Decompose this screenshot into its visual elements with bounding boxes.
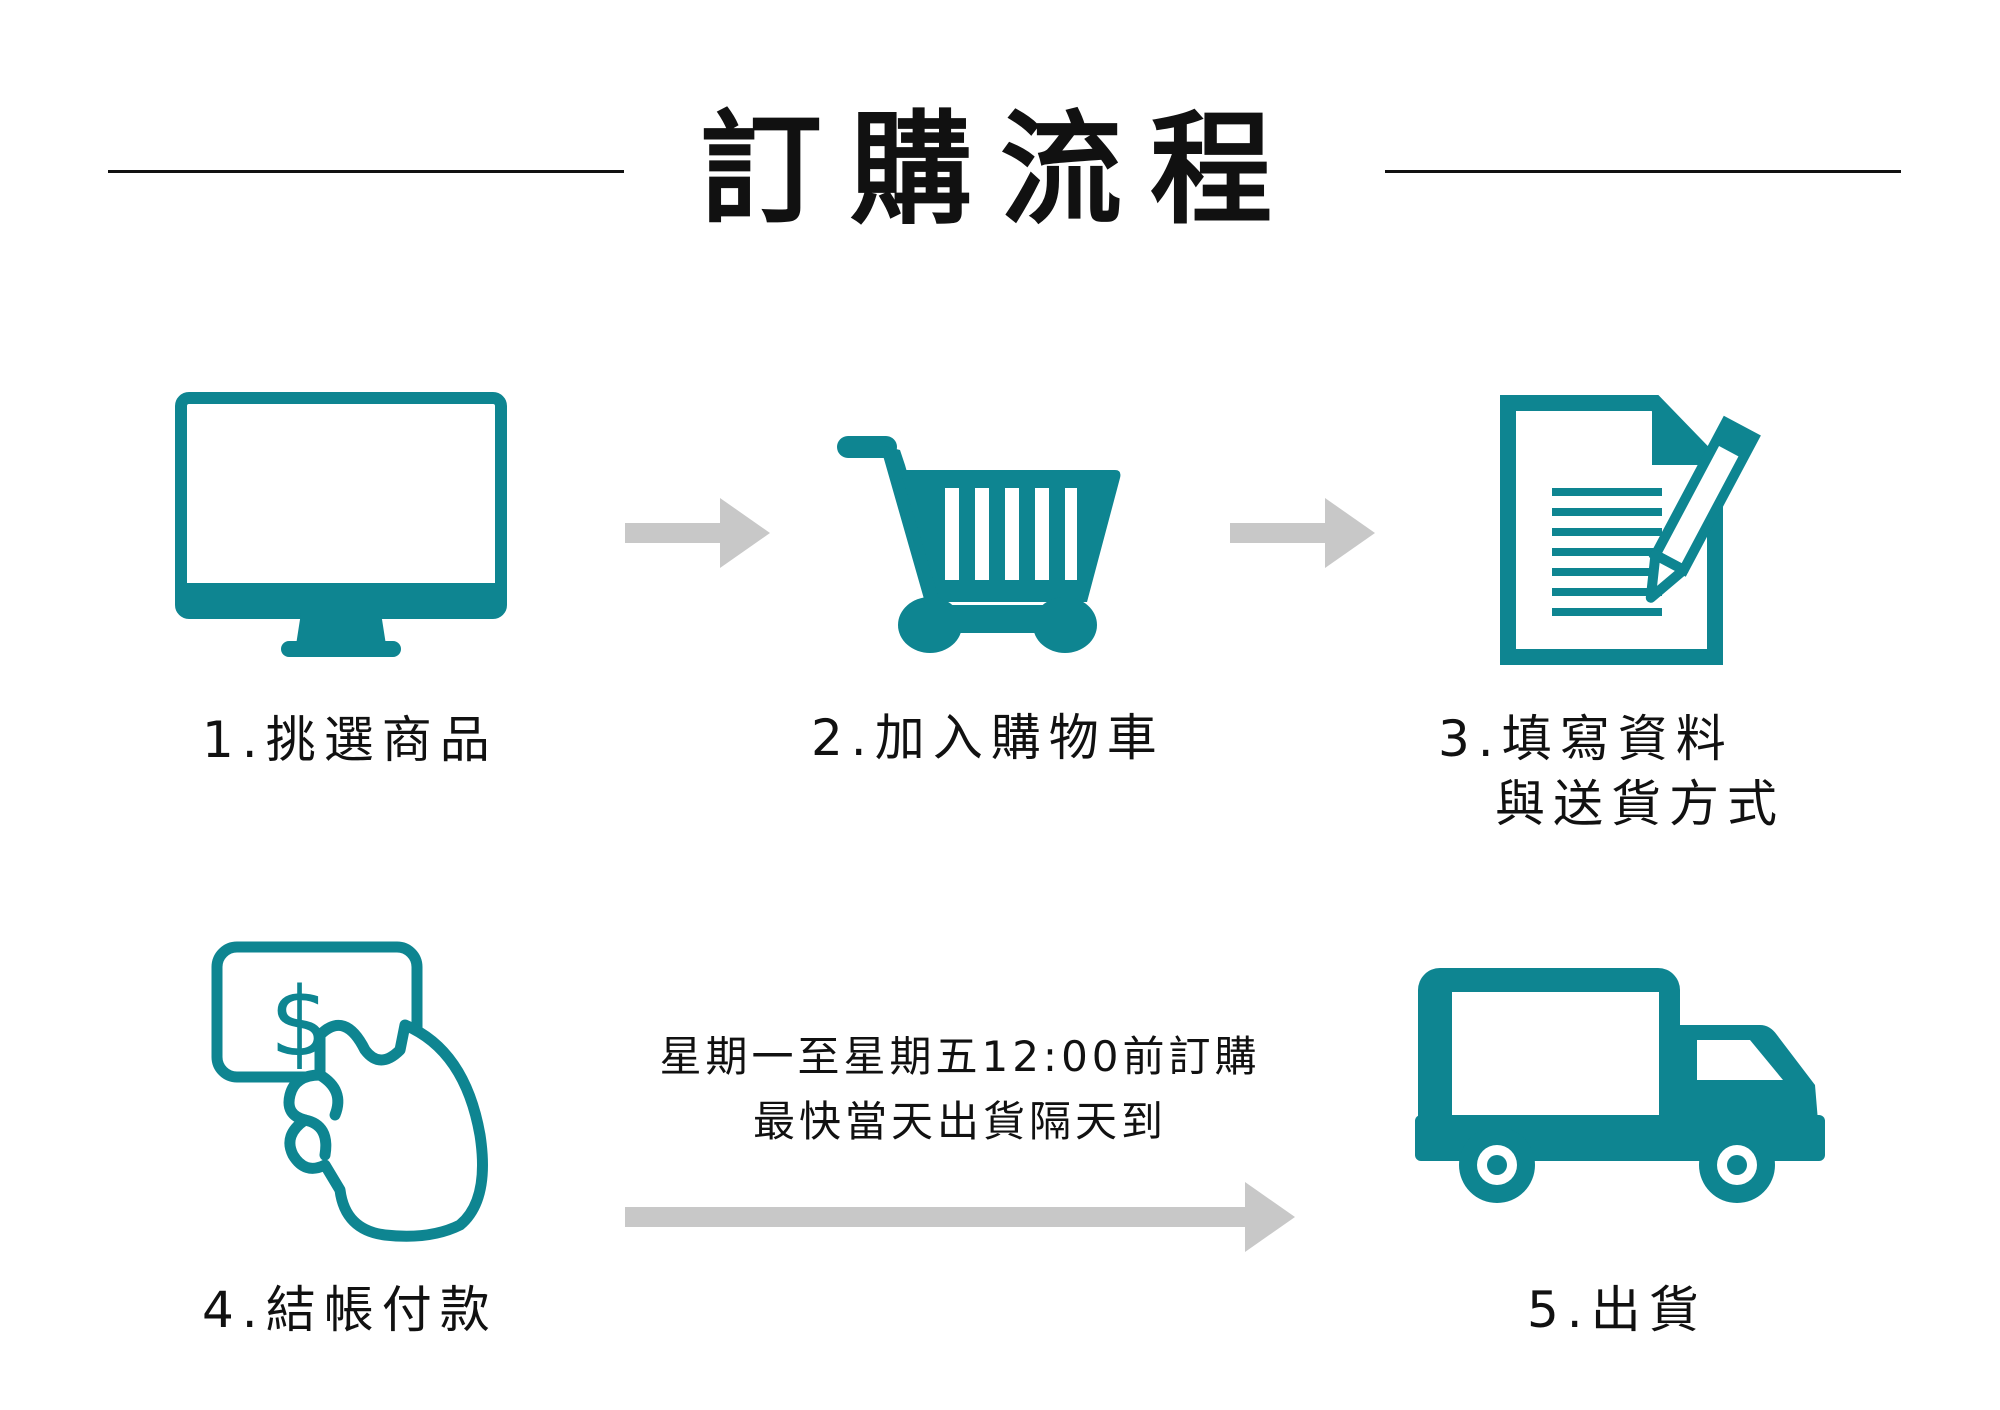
delivery-truck-icon — [1415, 968, 1825, 1203]
step1-label: 1.挑選商品 — [202, 711, 498, 769]
monitor-icon — [175, 392, 507, 657]
step4-label: 4.結帳付款 — [202, 1281, 498, 1339]
shipping-note-line1: 星期一至星期五12:00前訂購 — [659, 1032, 1261, 1081]
arrow-step4-to-step5 — [625, 1182, 1295, 1252]
step3-label-line1: 3.填寫資料 — [1438, 710, 1734, 768]
shopping-cart-icon — [837, 436, 1121, 653]
shipping-note-line2: 最快當天出貨隔天到 — [752, 1097, 1167, 1146]
arrow-step1-to-step2 — [625, 498, 770, 568]
arrow-step2-to-step3 — [1230, 498, 1375, 568]
step5-label: 5.出貨 — [1527, 1281, 1707, 1339]
step2-label: 2.加入購物車 — [811, 709, 1165, 767]
step3-label-line2: 與送貨方式 — [1495, 775, 1785, 833]
hand-card-dollar-icon: $ — [211, 941, 488, 1242]
page-title: 訂購流程 — [700, 99, 1300, 241]
title-left-rule — [108, 170, 624, 173]
title-right-rule — [1385, 170, 1901, 173]
document-pencil-icon — [1500, 395, 1761, 665]
